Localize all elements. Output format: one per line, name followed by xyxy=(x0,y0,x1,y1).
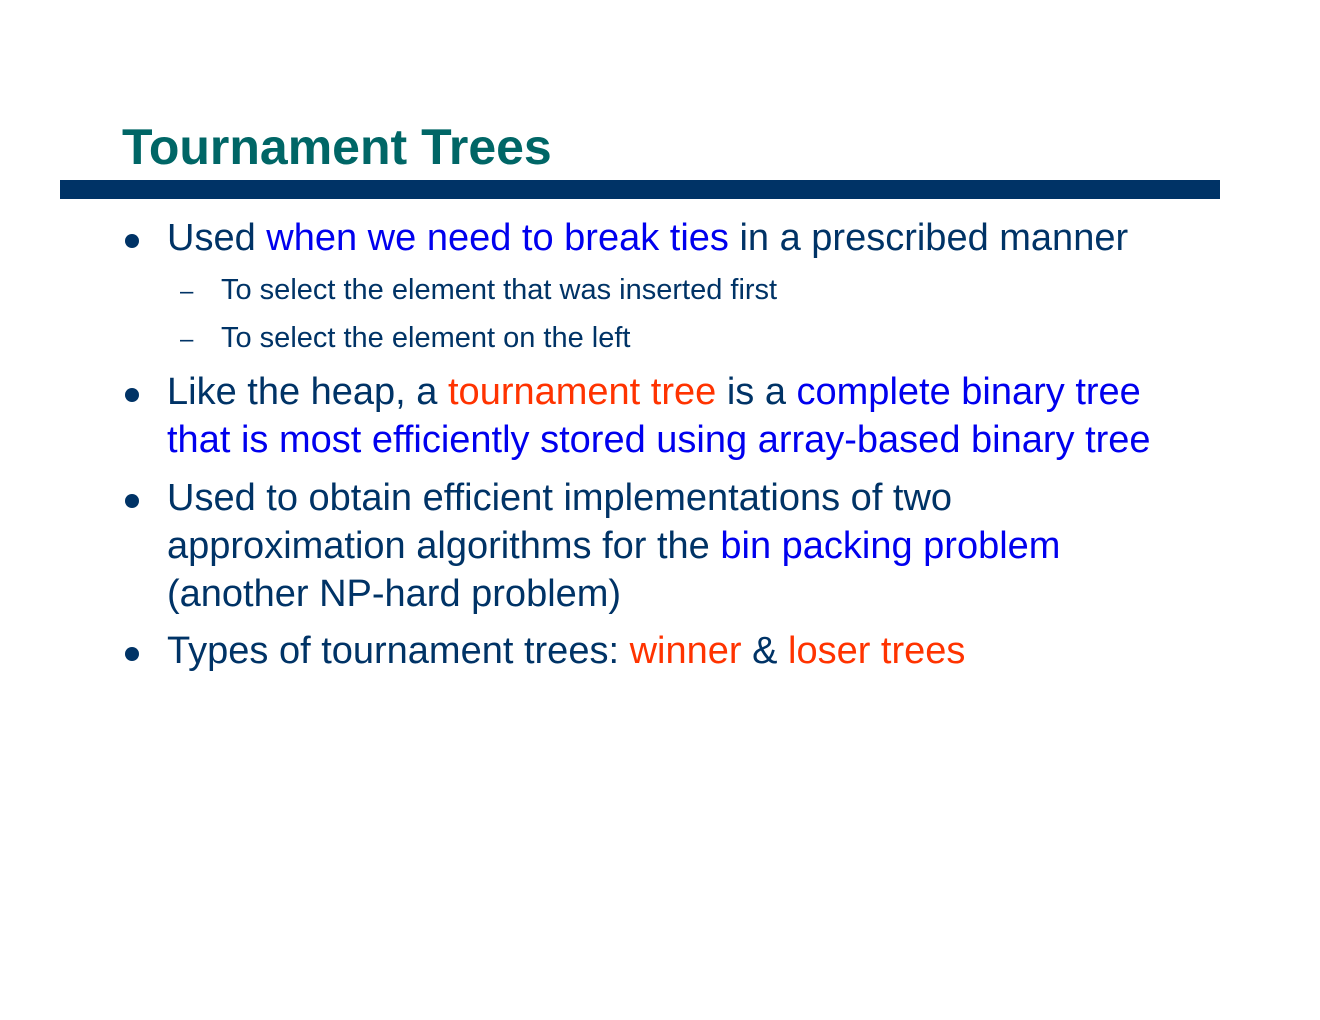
bullet-1-text: Used when we need to break ties in a pre… xyxy=(167,214,1247,262)
emphasis-red: loser trees xyxy=(788,630,966,672)
text-run: is a xyxy=(716,371,797,413)
text-run: Types of tournament trees: xyxy=(167,630,630,672)
dash-marker: – xyxy=(180,326,194,353)
emphasis-blue: bin packing problem xyxy=(720,525,1061,567)
bullet-3-text: Used to obtain efficient implementations… xyxy=(167,474,1247,618)
bullet-4-text: Types of tournament trees: winner & lose… xyxy=(167,627,1247,675)
text-run: Like the heap, a xyxy=(167,371,448,413)
text-run: Used xyxy=(167,217,267,259)
text-run: approximation algorithms for the xyxy=(167,525,721,567)
text-run: Used to obtain efficient implementations… xyxy=(167,477,953,519)
emphasis-blue: when we need to break ties xyxy=(266,217,729,259)
dash-marker: – xyxy=(180,278,194,305)
emphasis-blue: that is most efficiently stored using ar… xyxy=(167,419,1151,461)
text-run: in a prescribed manner xyxy=(728,217,1129,259)
emphasis-blue: complete binary tree xyxy=(796,371,1141,413)
text-run: (another NP-hard problem) xyxy=(167,573,622,615)
bullet-dot xyxy=(125,494,139,508)
title-rule xyxy=(60,180,1220,199)
bullet-dot xyxy=(125,388,139,402)
subitem-text: To select the element that was inserted … xyxy=(221,274,778,306)
slide-title: Tournament Trees xyxy=(122,119,552,175)
bullet-2-text: Like the heap, a tournament tree is a co… xyxy=(167,368,1247,464)
text-run: & xyxy=(741,630,788,672)
emphasis-red: winner xyxy=(629,630,742,672)
bullet-dot xyxy=(125,234,139,248)
subitem-text: To select the element on the left xyxy=(221,322,631,354)
bullet-dot xyxy=(125,647,139,661)
emphasis-red: tournament tree xyxy=(448,371,717,413)
